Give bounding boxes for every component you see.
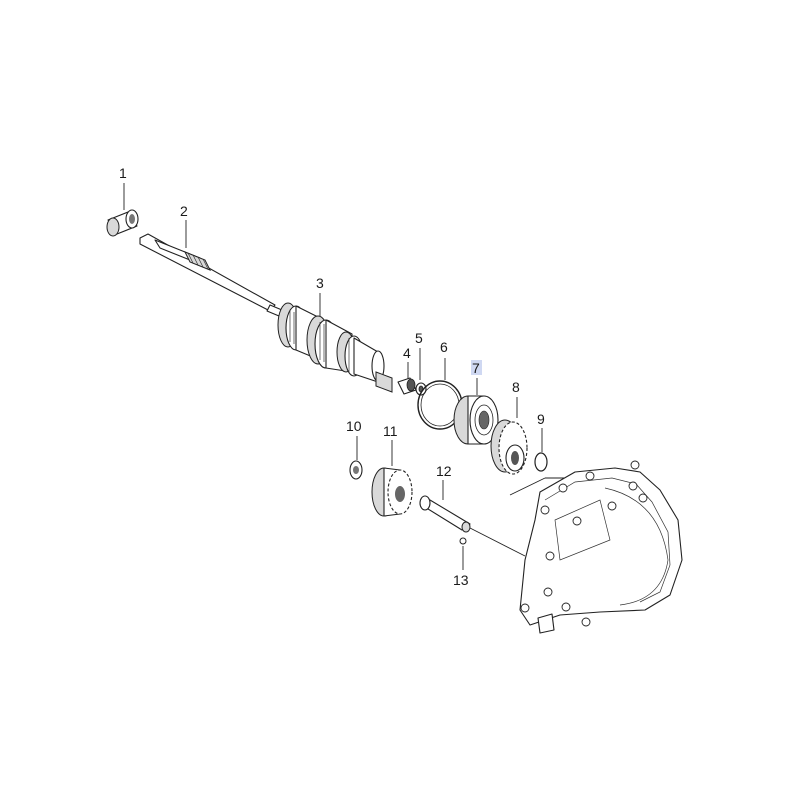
part-8-sprocket[interactable] [490, 397, 528, 475]
part-label-11[interactable]: 11 [383, 423, 398, 439]
part-13-ball[interactable] [459, 537, 467, 570]
part-9-circlip[interactable] [534, 428, 548, 472]
part-5-washer[interactable] [415, 348, 427, 396]
part-3-gear-cluster[interactable] [277, 293, 393, 393]
part-7-ball-bearing[interactable] [453, 378, 499, 445]
part-label-12[interactable]: 12 [436, 463, 452, 479]
part-12-shaft[interactable] [419, 480, 526, 557]
part-label-10[interactable]: 10 [346, 418, 362, 434]
part-label-9[interactable]: 9 [537, 411, 545, 427]
part-11-idler-gear[interactable] [371, 440, 413, 517]
part-2-input-shaft[interactable] [139, 220, 283, 317]
part-1-needle-bearing[interactable] [106, 183, 139, 237]
part-4-nut[interactable] [397, 362, 417, 395]
part-label-8[interactable]: 8 [512, 379, 520, 395]
part-label-7-highlight [471, 360, 482, 375]
part-label-3[interactable]: 3 [316, 275, 324, 291]
part-label-13[interactable]: 13 [453, 572, 469, 588]
part-label-6[interactable]: 6 [440, 339, 448, 355]
part-label-2[interactable]: 2 [180, 203, 188, 219]
part-label-7[interactable]: 7 [472, 360, 480, 376]
transmission-case [509, 460, 683, 634]
part-10-washer[interactable] [349, 436, 363, 480]
part-label-5[interactable]: 5 [415, 330, 423, 346]
part-label-1[interactable]: 1 [119, 165, 127, 181]
part-label-4[interactable]: 4 [403, 345, 411, 361]
